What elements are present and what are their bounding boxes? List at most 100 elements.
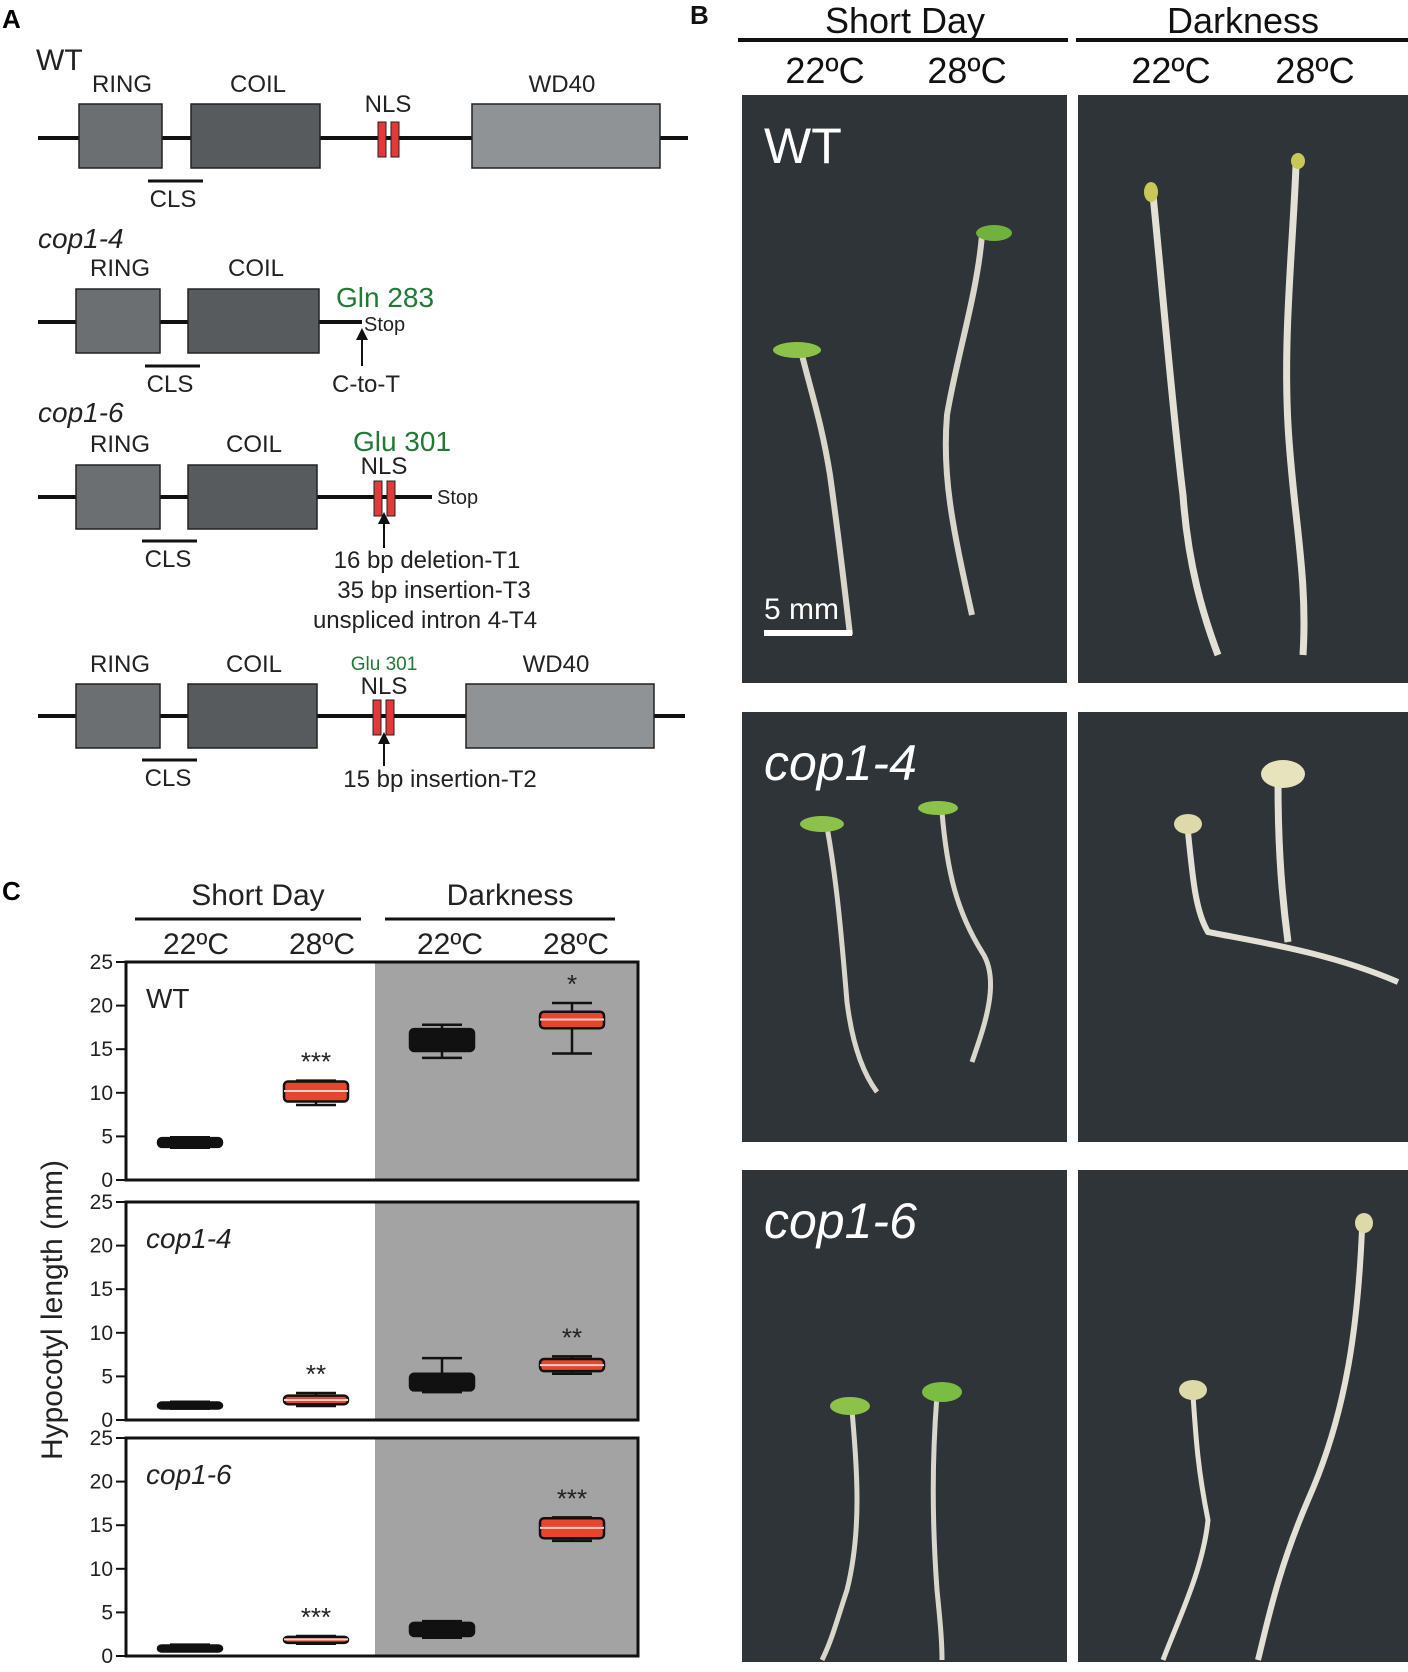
cop1-6-nls-box-2 [386, 480, 396, 517]
t2-ring-label: RING [90, 651, 150, 678]
plot-cop1-4-ytick-label: 5 [101, 1365, 113, 1388]
cop1-4-arrow-head [356, 328, 368, 340]
plot-cop1-4-ytick-label: 10 [90, 1322, 113, 1345]
wt-genotype-label: WT [36, 44, 83, 77]
t2-arrow-head [378, 732, 390, 744]
cop1-4-stop-label: Stop [364, 314, 405, 336]
plot-wt-ytick-label: 15 [90, 1038, 113, 1061]
b-temp-dk-28: 28ºC [1275, 50, 1355, 91]
cop1-4-ring-domain [75, 288, 161, 354]
b-header-rule-darkness [1076, 38, 1408, 42]
plot-cop1-6-darkness-bg [375, 1438, 638, 1656]
plot-cop1-6-genotype-label: cop1-6 [146, 1459, 232, 1490]
wt-nls-box-1 [377, 121, 387, 158]
seedlings-wt-short-day [773, 225, 1012, 636]
photo-label-cop1-4: cop1-4 [764, 735, 917, 791]
t2-wd40-domain [465, 683, 655, 749]
wt-coil-domain [190, 103, 321, 169]
plot-wt-box-4-significance: * [567, 969, 577, 999]
wt-cls-label: CLS [150, 186, 197, 213]
wt-nls-label: NLS [365, 91, 412, 118]
plot-cop1-4-ytick-label: 0 [101, 1409, 113, 1432]
plot-wt-darkness-bg [375, 962, 638, 1180]
cop1-6-ring-label: RING [90, 431, 150, 458]
cop1-6-cls-label: CLS [145, 546, 192, 573]
cop1-6-ring-domain [75, 464, 161, 530]
t2-coil-label: COIL [226, 651, 282, 678]
b-header-darkness: Darkness [1166, 0, 1320, 41]
cop1-6-genotype-label: cop1-6 [38, 397, 124, 428]
plot-cop1-6-frame [124, 1436, 640, 1658]
photo-wt-darkness [1078, 95, 1408, 683]
c-plots: 0510152025WT****0510152025cop1-4****0510… [90, 951, 640, 1668]
t2-coil-domain [187, 683, 318, 749]
b-temp-dk-22: 22ºC [1131, 50, 1211, 91]
photo-label-cop1-6: cop1-6 [764, 1193, 917, 1249]
plot-cop1-4-short-day-bg [126, 1202, 375, 1420]
photo-cop1-4-short-day: cop1-4 [742, 712, 1067, 1142]
b-header-short-day: Short Day [824, 0, 986, 41]
plot-cop1-6-box-4-significance: *** [557, 1483, 587, 1513]
panel-letter-c: C [2, 876, 21, 906]
c-temp-dk-28: 28ºC [543, 928, 609, 961]
photo-cop1-4-darkness [1078, 712, 1408, 1142]
cop1-4-coil-domain [187, 288, 320, 354]
t2-nls-box-1 [372, 699, 382, 736]
cop1-6-nls-label: NLS [361, 453, 408, 480]
t2-wd40-label: WD40 [523, 651, 590, 678]
plot-cop1-4-ytick-label: 25 [90, 1191, 113, 1214]
wt-ring-label: RING [92, 71, 152, 98]
plot-cop1-4-ytick-label: 20 [90, 1235, 113, 1258]
plot-cop1-4-ytick-label: 15 [90, 1278, 113, 1301]
cop1-6-residue-label: Glu 301 [353, 426, 451, 457]
c-header-darkness: Darkness [447, 879, 574, 912]
seedlings-wt-darkness [1144, 153, 1308, 657]
b-temp-sd-22: 22ºC [785, 50, 865, 91]
c-temp-dk-22: 22ºC [417, 928, 483, 961]
cop1-6-mutation-1: 16 bp deletion-T1 [334, 547, 521, 574]
panel-letter-b: B [690, 0, 709, 30]
plot-cop1-4-box-4-significance: ** [562, 1322, 582, 1352]
t2-ring-domain [75, 683, 161, 749]
plot-cop1-4-box-3-iqr [408, 1372, 476, 1392]
cop1-4-genotype-label: cop1-4 [38, 223, 124, 254]
photo-cop1-6-darkness [1078, 1170, 1408, 1662]
cop1-4-ring-label: RING [90, 255, 150, 282]
cop1-6-stop-label: Stop [437, 487, 478, 509]
panel-a-gene-diagram: A WT RING COIL NLS WD40 CLS cop1-4 RING … [2, 4, 688, 793]
cop1-6-mutation-2: 35 bp insertion-T3 [337, 577, 530, 604]
plot-cop1-6-ytick-label: 20 [90, 1471, 113, 1494]
plot-cop1-4-box-2-significance: ** [306, 1359, 326, 1389]
wt-coil-label: COIL [230, 71, 286, 98]
c-temp-sd-22: 22ºC [163, 928, 229, 961]
c-y-axis-label: Hypocotyl length (mm) [36, 1160, 69, 1460]
cop1-4-residue-label: Gln 283 [336, 282, 434, 313]
photo-cop1-6-short-day: cop1-6 [742, 1170, 1067, 1662]
b-header-rule-short-day [738, 38, 1068, 42]
plot-wt-ytick-label: 20 [90, 995, 113, 1018]
panel-letter-a: A [2, 4, 21, 34]
seedlings-cop1-4-short-day [800, 801, 994, 1094]
plot-wt-ytick-label: 5 [101, 1125, 113, 1148]
cop1-6-arrow-head [378, 512, 390, 524]
cop1-4-coil-label: COIL [228, 255, 284, 282]
t2-mutation-label: 15 bp insertion-T2 [343, 766, 536, 793]
wt-nls-box-2 [390, 121, 400, 158]
cop1-6-mutation-3: unspliced intron 4-T4 [313, 607, 537, 634]
plot-cop1-6-ytick-label: 5 [101, 1601, 113, 1624]
t2-nls-label: NLS [361, 673, 408, 700]
plot-cop1-6-box-2-significance: *** [301, 1602, 331, 1632]
cop1-4-mutation-label: C-to-T [332, 371, 400, 398]
seedlings-cop1-4-darkness [1174, 760, 1400, 985]
plot-cop1-6-short-day-bg [126, 1438, 375, 1656]
plot-wt-box-2-significance: *** [301, 1047, 331, 1077]
cop1-6-nls-box-1 [373, 480, 383, 517]
photo-label-wt: WT [764, 118, 842, 174]
plot-wt-ytick-label: 10 [90, 1082, 113, 1105]
panel-c-box-plots: C Short Day Darkness 22ºC 28ºC 22ºC 28ºC… [2, 876, 640, 1668]
plot-cop1-6-ytick-label: 10 [90, 1558, 113, 1581]
t2-nls-box-2 [385, 699, 395, 736]
cop1-6-coil-domain [187, 464, 318, 530]
c-header-short-day: Short Day [191, 879, 324, 912]
c-temp-sd-28: 28ºC [289, 928, 355, 961]
